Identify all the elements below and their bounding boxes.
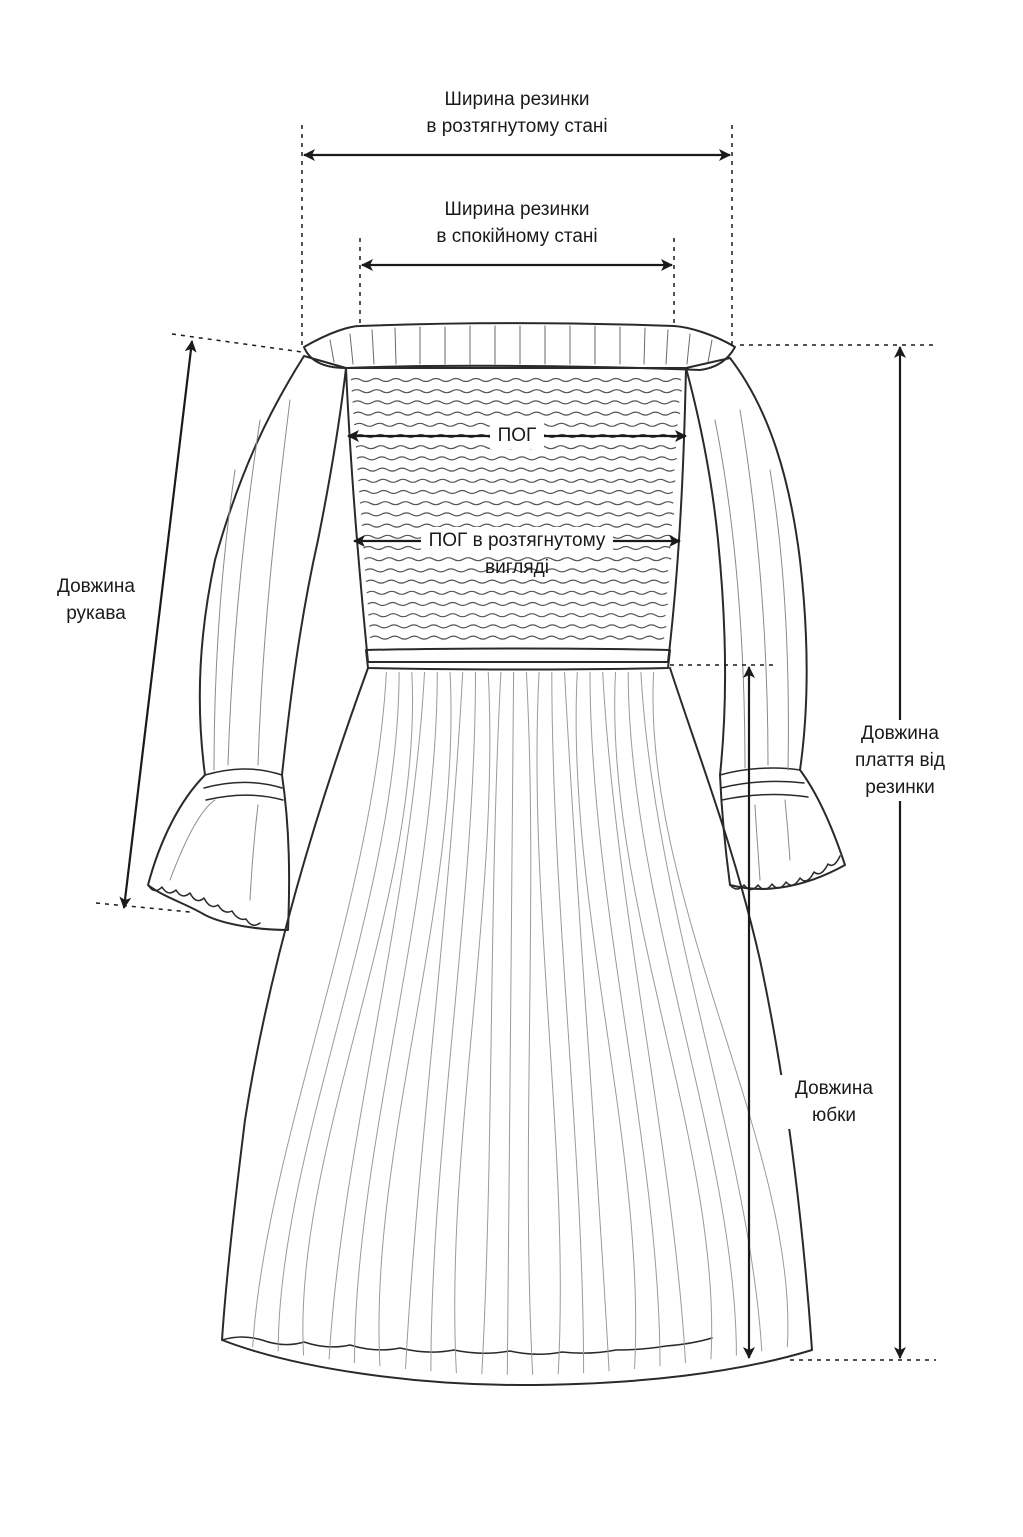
dress-length-label: Довжина плаття від резинки bbox=[830, 720, 970, 801]
smocking-row bbox=[366, 590, 668, 595]
sleeve-length-label-line1: Довжина bbox=[57, 576, 135, 597]
skirt-fold-line bbox=[627, 671, 737, 1356]
skirt-fold-line bbox=[536, 671, 561, 1375]
sleeve-length-label: Довжина рукава bbox=[36, 573, 156, 627]
smocking-row bbox=[368, 624, 667, 629]
pog-stretched-label-line1: ПОГ в розтягнутому bbox=[420, 527, 614, 554]
skirt bbox=[221, 667, 813, 1386]
skirt-fold-line bbox=[430, 671, 476, 1372]
guide-sleeve-top bbox=[171, 333, 303, 353]
skirt-fold-line bbox=[378, 671, 452, 1367]
skirt-fold-line bbox=[589, 671, 661, 1367]
skirt-fold-line bbox=[302, 671, 414, 1356]
left-cuff-gather bbox=[203, 768, 284, 801]
smocking-row bbox=[358, 478, 676, 483]
guide-sleeve-bottom bbox=[95, 902, 191, 913]
pog-label-wrap: ПОГ bbox=[467, 422, 567, 449]
skirt-outline bbox=[221, 667, 813, 1386]
measurement-guides bbox=[95, 125, 936, 1361]
skirt-fold-line bbox=[525, 671, 534, 1375]
skirt-length-label: Довжина юбки bbox=[774, 1075, 894, 1129]
skirt-fold-line bbox=[551, 671, 585, 1374]
skirt-length-label-line2: юбки bbox=[811, 1105, 857, 1126]
left-sleeve bbox=[147, 355, 347, 931]
dress-length-label-line2: плаття від bbox=[855, 750, 945, 771]
pog-label: ПОГ bbox=[489, 422, 545, 449]
skirt-fold-line bbox=[614, 671, 713, 1360]
stretched-width-label: Ширина резинки в розтягнутому стані bbox=[367, 86, 667, 140]
dress-sketch bbox=[147, 322, 846, 931]
smocking-rows bbox=[350, 377, 683, 640]
smocking-row bbox=[367, 601, 669, 607]
smocking-row bbox=[368, 613, 666, 618]
smocking-row bbox=[369, 635, 665, 640]
smocking-row bbox=[358, 489, 674, 495]
relaxed-width-label-line2: в спокійному стані bbox=[436, 226, 598, 247]
left-sleeve-folds bbox=[169, 399, 291, 901]
right-sleeve-folds bbox=[714, 409, 791, 881]
right-ruffle-hem bbox=[729, 855, 841, 891]
smocking-row bbox=[353, 411, 681, 416]
dress-length-label-line3: резинки bbox=[865, 777, 935, 798]
smocking-row bbox=[359, 501, 674, 506]
right-sleeve bbox=[685, 357, 846, 890]
skirt-fold-line bbox=[506, 671, 515, 1375]
skirt-fold-line bbox=[481, 671, 502, 1375]
stretched-width-label-line2: в розтягнутому стані bbox=[426, 116, 608, 137]
smocking-row bbox=[364, 568, 669, 573]
relaxed-width-label-line1: Ширина резинки bbox=[444, 199, 590, 220]
smocking-row bbox=[350, 377, 682, 383]
skirt-fold-line bbox=[454, 671, 491, 1374]
skirt-fold-line bbox=[252, 671, 387, 1348]
skirt-hem-detail bbox=[221, 1336, 713, 1355]
smocking-row bbox=[351, 389, 683, 394]
waist-elastic bbox=[365, 647, 671, 671]
skirt-fold-line bbox=[328, 671, 425, 1360]
skirt-fold-line bbox=[640, 671, 763, 1352]
pog-stretched-label: ПОГ в розтягнутому вигляді bbox=[392, 527, 642, 581]
skirt-length-label-line1: Довжина bbox=[795, 1078, 873, 1099]
neckline-elastic-band bbox=[303, 322, 736, 371]
skirt-fold-line bbox=[354, 671, 438, 1364]
smocking-row bbox=[352, 400, 680, 405]
left-ruffle-hem bbox=[147, 884, 261, 926]
dress-length-label-line1: Довжина bbox=[861, 723, 939, 744]
skirt-fold-line bbox=[277, 671, 400, 1352]
smocking-row bbox=[357, 467, 675, 472]
skirt-fold-line bbox=[602, 671, 686, 1364]
right-cuff-gather bbox=[719, 767, 809, 801]
sleeve-length-arrow bbox=[119, 340, 197, 909]
skirt-fold-line bbox=[652, 671, 789, 1348]
smocking-row bbox=[356, 456, 678, 461]
measurement-arrows bbox=[119, 149, 906, 1359]
pog-stretched-label-line2: вигляді bbox=[485, 557, 549, 578]
stretched-width-label-line1: Ширина резинки bbox=[444, 89, 590, 110]
skirt-fold-line bbox=[405, 671, 464, 1370]
skirt-fold-line bbox=[575, 671, 637, 1370]
sleeve-length-label-line2: рукава bbox=[66, 603, 126, 624]
smocking-row bbox=[365, 579, 670, 584]
skirt-fold-line bbox=[564, 671, 610, 1372]
elastic-band-gathers bbox=[329, 325, 713, 365]
smocking-row bbox=[360, 512, 675, 517]
smocking-row bbox=[363, 557, 672, 562]
relaxed-width-label: Ширина резинки в спокійному стані bbox=[367, 196, 667, 250]
